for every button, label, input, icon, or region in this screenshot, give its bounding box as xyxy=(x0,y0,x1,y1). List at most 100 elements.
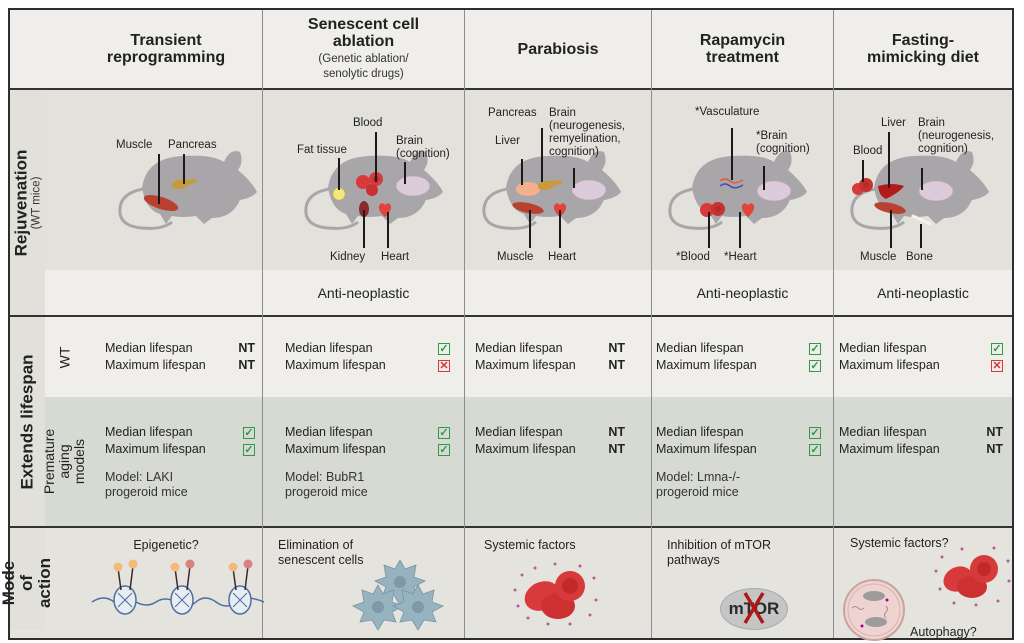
organ-label: Brain (neurogenesis, remyelination, cogn… xyxy=(549,107,626,158)
organ-label: *Blood xyxy=(676,251,710,263)
lifespan-label: Maximum lifespan xyxy=(475,358,576,372)
lifespan-row: Maximum lifespan✕ xyxy=(839,357,1003,374)
divider xyxy=(651,10,652,638)
column-header-parabiosis: Parabiosis xyxy=(465,10,651,88)
red-blood-cells-illustration xyxy=(934,546,1011,607)
column-title: Parabiosis xyxy=(517,40,599,58)
sublabel: Premature aging models xyxy=(41,428,88,495)
leader-line xyxy=(890,210,892,248)
column-subtitle: (Genetic ablation/ senolytic drugs) xyxy=(318,53,409,80)
row-title-extends-lifespan: Extends lifespan xyxy=(10,317,45,526)
column-header-transient-reprogramming: Transient reprogramming xyxy=(70,10,262,88)
premature-lifespan-block: Median lifespan✓Maximum lifespan✓ xyxy=(656,424,821,458)
heart-organ xyxy=(378,203,392,217)
row-title: Rejuvenation xyxy=(11,149,31,256)
red-blood-cells-illustration xyxy=(513,562,598,626)
column-title: Senescent cell ablation xyxy=(307,16,420,50)
lifespan-row: Maximum lifespan ✓ xyxy=(656,441,821,458)
organ-label: Blood xyxy=(853,145,883,157)
lifespan-row: Maximum lifespan✓ xyxy=(105,441,255,458)
moa-text: Elimination of senescent cells xyxy=(278,538,364,567)
not-tested-label: NT xyxy=(608,425,625,439)
check-icon: ✓ xyxy=(438,426,450,439)
cross-icon: ✕ xyxy=(438,359,450,372)
moa-text: Systemic factors xyxy=(484,538,576,552)
not-tested-label: NT xyxy=(238,358,255,372)
senescent-cells-illustration xyxy=(352,559,444,631)
lifespan-row: Median lifespan✓ xyxy=(839,340,1003,357)
row-title: Extends lifespan xyxy=(17,353,37,490)
lifespan-row: Median lifespan ✓ xyxy=(285,340,450,357)
lifespan-row: Maximum lifespan✓ xyxy=(656,357,821,374)
not-tested-label: NT xyxy=(608,442,625,456)
leader-line xyxy=(708,212,710,248)
leader-line xyxy=(158,154,160,204)
leader-line xyxy=(541,128,543,182)
muscle-organ xyxy=(512,202,544,214)
lifespan-label: Maximum lifespan xyxy=(285,358,386,372)
sublabel-wt: WT xyxy=(45,317,85,397)
lifespan-label: Median lifespan xyxy=(105,425,193,439)
sublabel-premature: Premature aging models xyxy=(41,397,88,526)
muscle-organ xyxy=(874,202,906,214)
check-icon: ✓ xyxy=(809,443,821,456)
anti-neoplastic-label: Anti-neoplastic xyxy=(696,285,789,301)
lifespan-label: Maximum lifespan xyxy=(656,442,757,456)
anti-neoplastic-label: Anti-neoplastic xyxy=(877,285,969,301)
row-title-mode-of-action: Mode of action xyxy=(0,528,55,638)
check-icon: ✓ xyxy=(243,443,255,456)
blood-cells xyxy=(700,202,725,217)
sublabel: WT xyxy=(56,346,73,368)
leader-line xyxy=(763,166,765,190)
header-row xyxy=(10,10,1012,88)
organ-label: Liver xyxy=(881,117,906,129)
organ-label: *Brain (cognition) xyxy=(756,130,810,155)
organ-label: Brain (neurogenesis, cognition) xyxy=(918,117,995,155)
moa-text: Autophagy? xyxy=(910,625,977,639)
premature-lifespan-block: Median lifespan✓Maximum lifespan✓ xyxy=(285,424,450,458)
column-header-fasting-mimicking-diet: Fasting-mimicking diet xyxy=(834,10,1012,88)
lifespan-label: Median lifespan xyxy=(285,425,373,439)
organ-label: Muscle xyxy=(116,139,153,151)
lifespan-label: Maximum lifespan xyxy=(475,442,576,456)
lifespan-label: Median lifespan xyxy=(285,341,373,355)
nucleosome xyxy=(228,559,253,615)
organ-label: Brain (cognition) xyxy=(396,135,450,160)
brain-organ xyxy=(571,179,607,201)
row-title: Mode of action xyxy=(0,557,55,609)
organ-label: Liver xyxy=(495,135,520,147)
lifespan-label: Median lifespan xyxy=(475,425,563,439)
divider xyxy=(262,10,263,638)
leader-line xyxy=(559,210,561,248)
leader-line xyxy=(183,154,185,184)
model-label: Model: BubR1 progeroid mice xyxy=(285,470,368,499)
leader-line xyxy=(521,159,523,185)
leader-line xyxy=(573,168,575,188)
not-tested-label: NT xyxy=(986,425,1003,439)
check-icon: ✓ xyxy=(438,342,450,355)
row-subtitle: (WT mice) xyxy=(30,176,43,229)
liver-organ xyxy=(516,182,540,196)
lifespan-label: Maximum lifespan xyxy=(656,358,757,372)
lifespan-row: Median lifespan NT xyxy=(475,424,625,441)
column-title: Fasting-mimicking diet xyxy=(866,32,980,66)
leader-line xyxy=(363,210,365,248)
lifespan-label: Maximum lifespan xyxy=(839,442,940,456)
not-tested-label: NT xyxy=(986,442,1003,456)
lifespan-label: Median lifespan xyxy=(839,341,927,355)
not-tested-label: NT xyxy=(238,341,255,355)
divider xyxy=(10,315,1012,317)
bone xyxy=(911,214,932,226)
brain-organ xyxy=(395,175,431,197)
wt-lifespan-block: Median lifespan ✓ Maximum lifespan ✕ xyxy=(285,340,450,374)
organ-label: Muscle xyxy=(497,251,534,263)
organ-label: Muscle xyxy=(860,251,897,263)
organ-label: Pancreas xyxy=(168,139,217,151)
organ-label: Blood xyxy=(353,117,383,129)
nucleosome-illustration xyxy=(91,559,265,615)
brain-organ xyxy=(918,180,954,202)
